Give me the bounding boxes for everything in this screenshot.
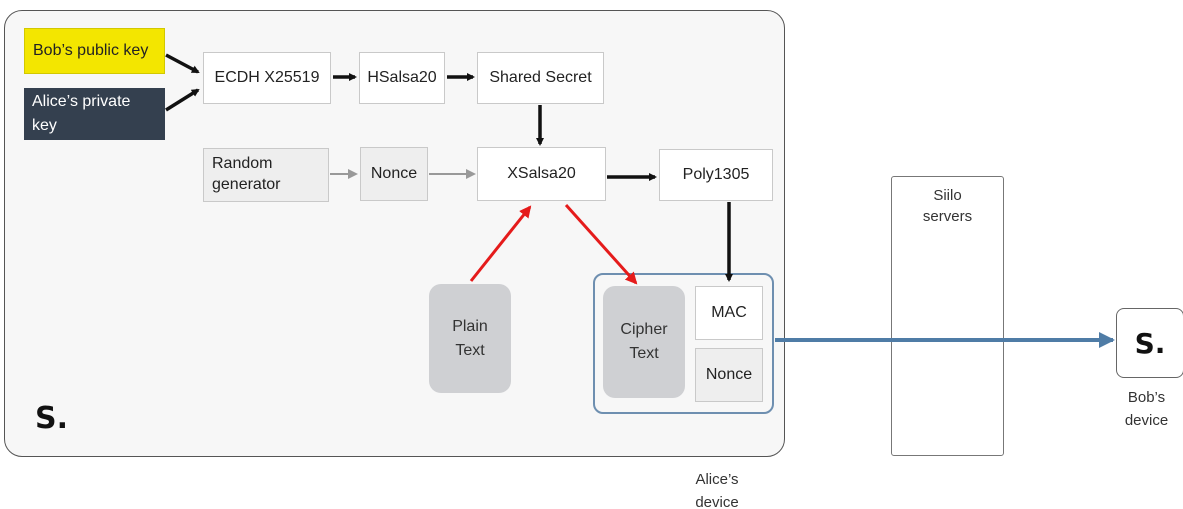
siilo-servers-line2: servers: [922, 208, 973, 225]
ecdh-label: ECDH X25519: [214, 68, 320, 86]
encrypted-packet: [593, 273, 774, 414]
mac-label: MAC: [711, 303, 747, 321]
bob-device-caption-line2: device: [1124, 412, 1169, 430]
poly-label: Poly1305: [682, 165, 750, 183]
bob-device-caption: Bob’s device: [1110, 386, 1183, 433]
cipher-text-line1: Cipher: [620, 321, 668, 338]
bob-device-box: S.: [1116, 308, 1183, 378]
siilo-servers-box: Siilo servers: [891, 176, 1004, 456]
alice-device-caption: Alice’s device: [672, 468, 762, 509]
alice-device-caption-line1: Alice’s: [695, 471, 739, 488]
siilo-servers-line1: Siilo: [933, 187, 962, 204]
hsalsa-box: HSalsa20: [359, 52, 445, 104]
arrow-alice-key-to-ecdh: [165, 88, 200, 112]
alice-device-caption-line2: device: [695, 494, 739, 509]
shared-secret-box: Shared Secret: [477, 52, 604, 104]
arrow-xsalsa-to-ciphertext: [564, 203, 638, 285]
plain-text-line2: Text: [455, 341, 485, 359]
packet-nonce-label: Nonce: [705, 365, 753, 383]
plain-text-block: Plain Text: [429, 284, 511, 393]
poly-box: Poly1305: [659, 149, 773, 201]
plain-text-line1: Plain: [452, 317, 488, 335]
alice-device-logo: S.: [35, 401, 69, 436]
bob-device-caption-line1: Bob’s: [1127, 389, 1166, 406]
arrow-plaintext-to-xsalsa: [469, 205, 532, 282]
cipher-text-line2: Text: [629, 345, 659, 362]
bob-public-key: Bob’s public key: [24, 28, 165, 74]
cipher-text-block: Cipher Text: [603, 286, 685, 398]
alice-private-key-line2: key: [32, 117, 57, 134]
xsalsa-box: XSalsa20: [477, 147, 606, 201]
bob-device-logo: S.: [1134, 326, 1166, 360]
random-line2: generator: [212, 176, 281, 193]
bob-public-key-label: Bob’s public key: [33, 42, 149, 59]
random-generator-box: Random generator: [203, 148, 329, 202]
packet-nonce-box: Nonce: [695, 348, 763, 402]
nonce-label: Nonce: [370, 164, 418, 182]
alice-private-key-line1: Alice’s private: [32, 93, 131, 110]
xsalsa-label: XSalsa20: [507, 164, 576, 182]
nonce-box: Nonce: [360, 147, 428, 201]
random-line1: Random: [212, 155, 273, 173]
alice-private-key: Alice’s private key: [24, 88, 165, 140]
ecdh-box: ECDH X25519: [203, 52, 331, 104]
mac-box: MAC: [695, 286, 763, 340]
arrow-bob-key-to-ecdh: [165, 53, 200, 74]
hsalsa-label: HSalsa20: [367, 68, 437, 86]
shared-secret-label: Shared Secret: [489, 68, 592, 86]
